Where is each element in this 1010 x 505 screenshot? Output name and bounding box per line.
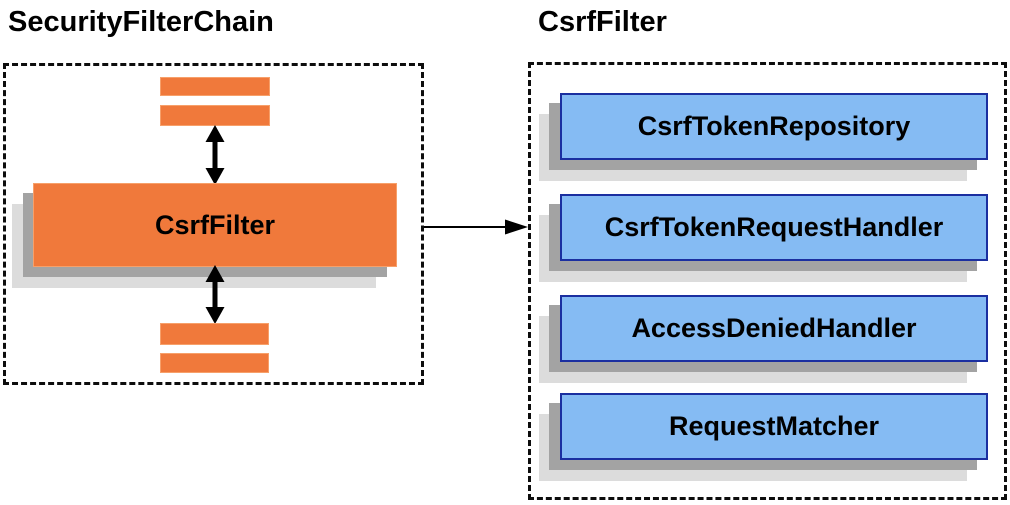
component-node-csrf-token-repository: CsrfTokenRepository [560, 93, 988, 160]
component-node-access-denied-handler: AccessDeniedHandler [560, 295, 988, 362]
csrf-filter-panel [528, 62, 1007, 500]
component-node-label: CsrfTokenRepository [637, 111, 911, 141]
filter-placeholder-bar-top-2 [160, 105, 270, 126]
csrf-filter-node-label: CsrfFilter [154, 209, 276, 240]
filter-placeholder-bar-top-1 [160, 77, 270, 96]
csrf-filter-title: CsrfFilter [538, 6, 667, 38]
component-node-label: CsrfTokenRequestHandler [604, 212, 944, 242]
filter-placeholder-bar-bottom-2 [160, 353, 269, 373]
security-filter-chain-panel [3, 63, 424, 385]
csrf-filter-node: CsrfFilter [33, 183, 397, 267]
security-filter-chain-title: SecurityFilterChain [8, 6, 274, 38]
bidirectional-arrow-icon [205, 265, 225, 324]
component-node-label: AccessDeniedHandler [631, 313, 917, 343]
flow-arrow-icon [424, 219, 528, 235]
component-node-label: RequestMatcher [668, 411, 880, 441]
filter-placeholder-bar-bottom-1 [160, 323, 269, 345]
component-node-request-matcher: RequestMatcher [560, 393, 988, 460]
bidirectional-arrow-icon [205, 125, 225, 185]
component-node-csrf-token-request-handler: CsrfTokenRequestHandler [560, 194, 988, 261]
